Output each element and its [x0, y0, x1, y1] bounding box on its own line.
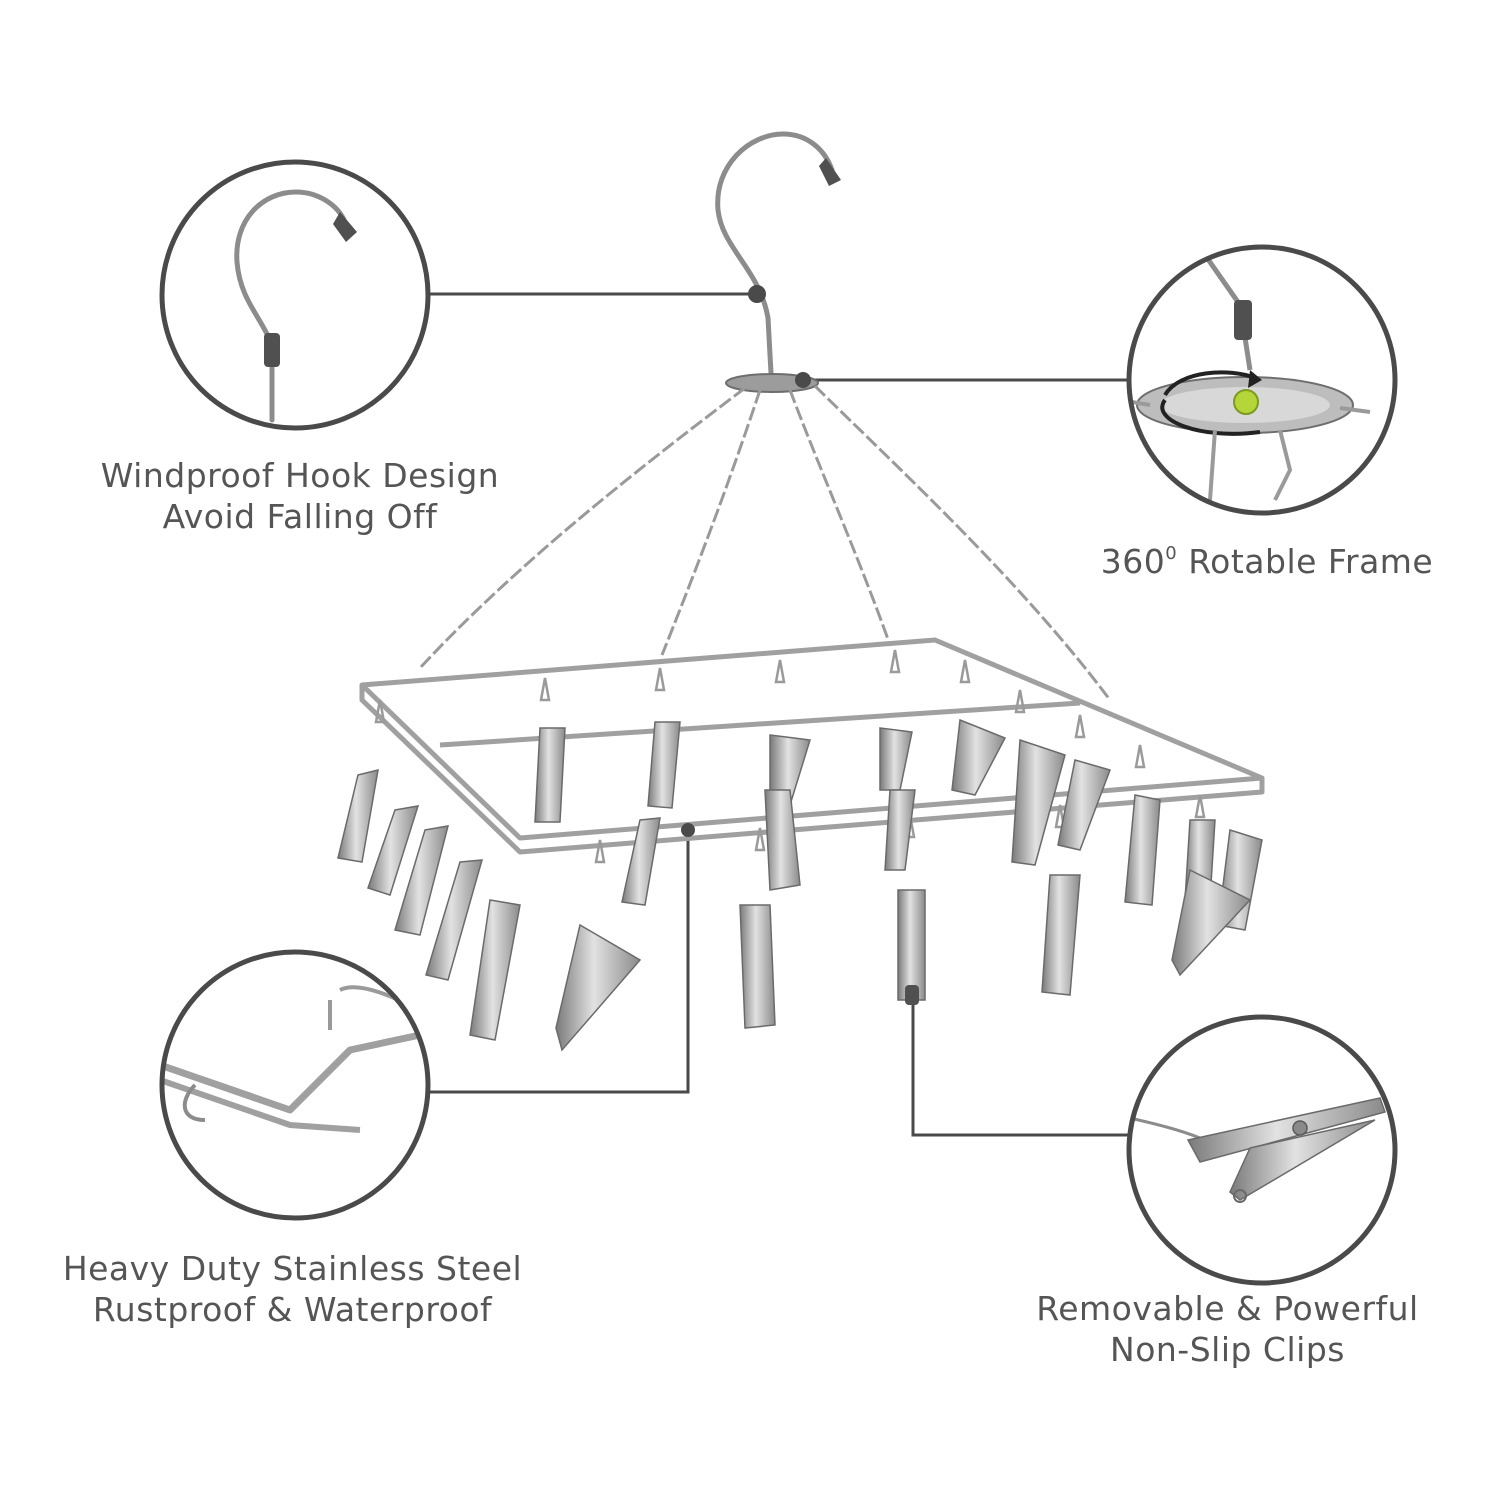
caption-rotate-text: Rotable Frame [1177, 542, 1434, 581]
caption-clips-line2: Non-Slip Clips [1110, 1330, 1345, 1369]
hanger-frame [359, 637, 1265, 855]
hanger-clips [337, 718, 1263, 1052]
caption-hook-line1: Windproof Hook Design [100, 456, 500, 495]
clip-detail-icon [1126, 1014, 1398, 1286]
leader-lines [428, 292, 1129, 1137]
leader-line-clips [911, 1000, 1129, 1137]
hook-joint-dot [748, 285, 766, 303]
caption-rotate: 3600 Rotable Frame [1062, 533, 1472, 582]
frame-loops [374, 649, 1206, 864]
caption-steel-line1: Heavy Duty Stainless Steel [62, 1249, 523, 1288]
caption-clips-line1: Removable & Powerful [1036, 1289, 1419, 1328]
hanger-main [337, 131, 1265, 1052]
leader-line-steel [428, 830, 690, 1094]
rotate-joint-dot [795, 372, 811, 388]
caption-steel-line2: Rustproof & Waterproof [92, 1290, 493, 1329]
caption-hook-line2: Avoid Falling Off [162, 497, 438, 536]
caption-clips: Removable & Powerful Non-Slip Clips [990, 1288, 1465, 1370]
caption-steel: Heavy Duty Stainless Steel Rustproof & W… [20, 1248, 565, 1330]
hook-rubber-tip [819, 158, 841, 186]
hook-detail-icon [159, 159, 431, 431]
rotating-frame-detail-icon [1126, 244, 1398, 516]
frame-joint-dot [681, 823, 695, 837]
hanger-hook [715, 131, 835, 376]
caption-rotate-superscript: 0 [1165, 543, 1178, 564]
frame-corner-detail-icon [159, 949, 431, 1221]
rotating-plate [725, 373, 819, 393]
hanger-chains [418, 384, 1112, 701]
clip-rubber-end [905, 985, 919, 1005]
caption-rotate-number: 360 [1100, 542, 1166, 581]
caption-hook: Windproof Hook Design Avoid Falling Off [20, 455, 580, 537]
